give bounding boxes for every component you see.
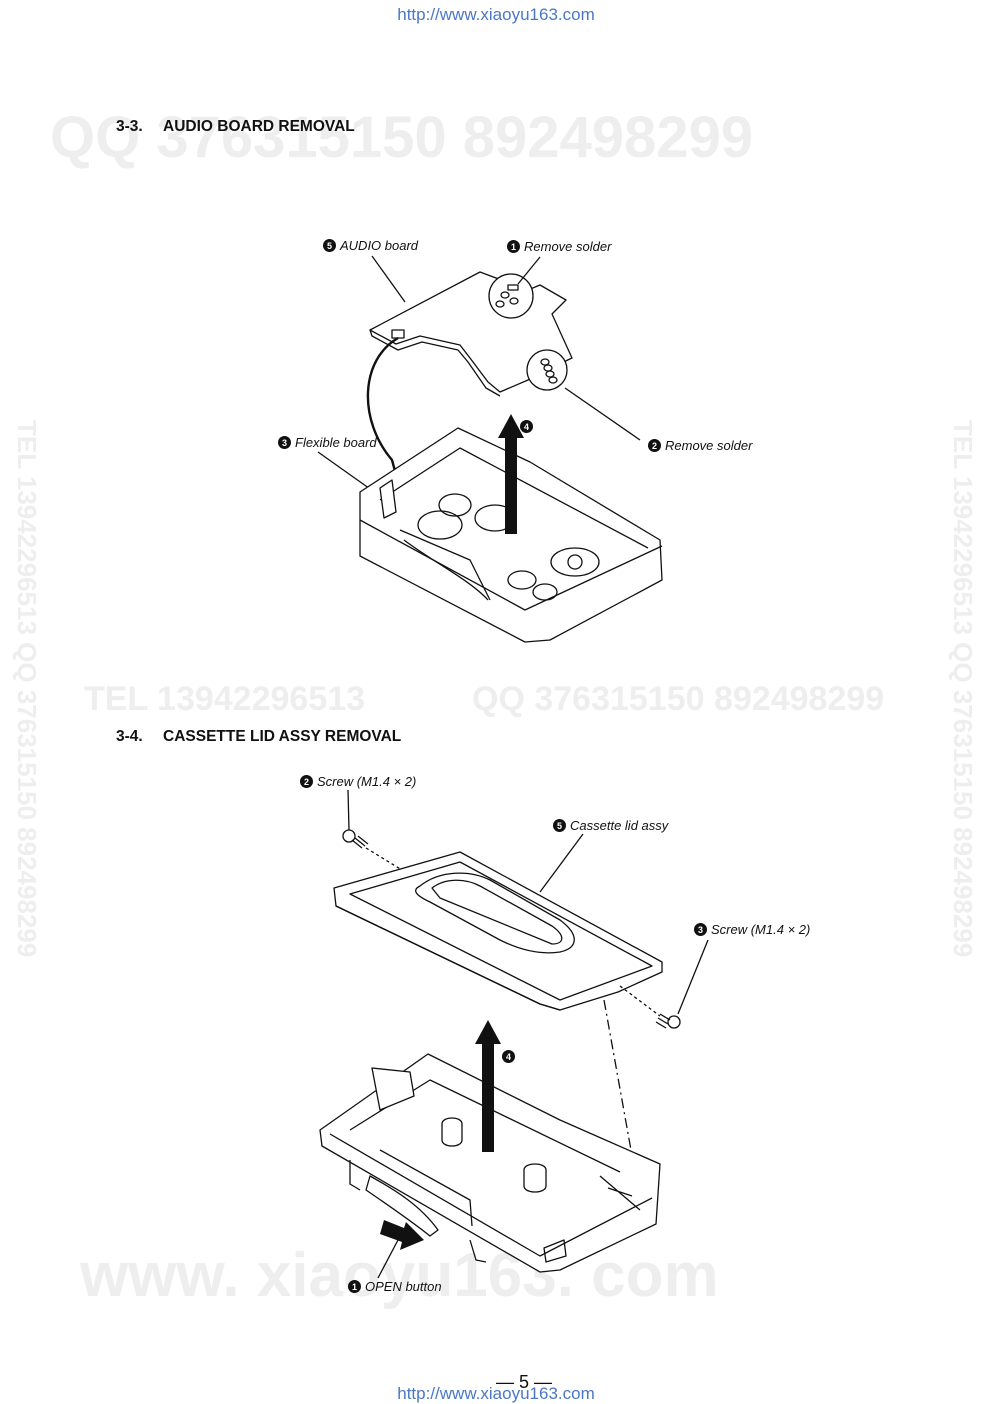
section-number: 3-3.: [116, 118, 143, 135]
step-badge: 5: [553, 819, 566, 832]
footer-url[interactable]: http://www.xiaoyu163.com: [397, 1384, 595, 1403]
step-badge: 4: [520, 420, 533, 433]
watermark-qq-top: QQ 376315150 892498299: [50, 105, 754, 170]
step-badge: 3: [278, 436, 291, 449]
step-badge: 5: [323, 239, 336, 252]
header-url[interactable]: http://www.xiaoyu163.com: [397, 5, 595, 24]
step-badge: 4: [502, 1050, 515, 1063]
watermark-www-bottom: www. xiaoyu163. com: [80, 1241, 719, 1310]
screw-right-shape: [619, 939, 709, 1029]
cassette-lid-shape: [333, 851, 663, 1011]
section-heading-cassette-lid: 3-4. CASSETTE LID ASSY REMOVAL: [116, 728, 401, 746]
step-badge: 1: [507, 240, 520, 253]
step-badge: 2: [648, 439, 661, 452]
watermark-qq-mid: QQ 376315150 892498299: [472, 680, 885, 718]
cassette-body-shape: [359, 427, 663, 643]
step-badge: 3: [694, 923, 707, 936]
section-title: CASSETTE LID ASSY REMOVAL: [163, 728, 402, 745]
watermark-tel-mid: TEL 13942296513: [84, 680, 366, 718]
step-badge: 2: [300, 775, 313, 788]
page-number: — 5 —: [496, 1372, 553, 1392]
lift-arrow-audio: [498, 414, 524, 534]
screw-left-shape: [342, 789, 403, 871]
open-direction-arrow: [380, 1220, 424, 1250]
cassette-holder-shape: [319, 1053, 661, 1273]
lift-arrow-lid: [475, 1020, 501, 1152]
section-title: AUDIO BOARD REMOVAL: [163, 118, 355, 135]
step-badge: 1: [348, 1280, 361, 1293]
label-step-4-lid: 4: [502, 1050, 519, 1063]
section-number: 3-4.: [116, 728, 143, 745]
section-heading-audio-board: 3-3. AUDIO BOARD REMOVAL: [116, 118, 355, 136]
label-step-4-audio: 4: [520, 420, 537, 433]
